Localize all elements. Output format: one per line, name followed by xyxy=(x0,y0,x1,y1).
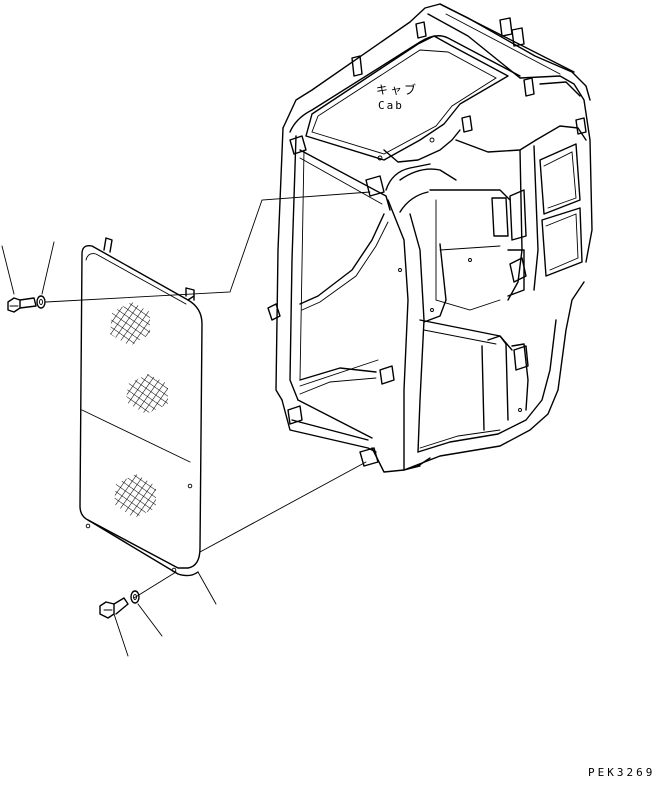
callout-leaders xyxy=(1,241,217,657)
upper-bolt xyxy=(7,297,37,313)
cab-body xyxy=(267,3,593,473)
cab-label-english: Cab xyxy=(378,99,404,112)
lower-washer xyxy=(130,590,140,604)
mesh-vent-upper xyxy=(110,302,150,346)
upper-washer xyxy=(36,295,46,309)
mesh-vent-middle xyxy=(126,374,168,414)
cover-panel xyxy=(79,237,203,577)
mesh-vent-lower xyxy=(114,474,156,518)
assembly-lines xyxy=(45,191,371,599)
drawing-code: PEK3269 xyxy=(588,766,656,779)
cab-label-japanese: キャブ xyxy=(376,83,419,97)
